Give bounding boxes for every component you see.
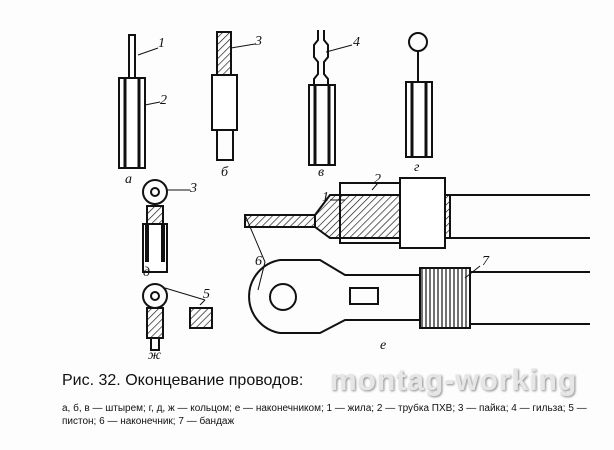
part-number-1: 1: [158, 36, 165, 51]
view-e-lug-termination-section: [244, 177, 590, 249]
part-number-3b: 3: [190, 181, 197, 196]
part-number-6: 6: [255, 254, 262, 269]
watermark: montag-working: [330, 364, 578, 397]
view-label-e: е: [380, 338, 387, 353]
part-number-2b: 2: [374, 172, 381, 187]
view-zh-ring-termination: [142, 283, 213, 351]
part-number-3: 3: [255, 34, 262, 49]
part-number-5: 5: [203, 287, 210, 302]
part-number-2: 2: [160, 93, 167, 108]
view-label-b: б: [221, 165, 229, 180]
view-label-g: г: [414, 160, 420, 175]
caption-title: Рис. 32. Оконцевание проводов:: [62, 372, 304, 389]
view-label-v: в: [318, 165, 325, 180]
view-label-d: д: [143, 265, 151, 280]
view-v-pin-termination: [308, 30, 353, 166]
view-b-pin-termination: [211, 31, 256, 161]
view-e-lug-termination-exterior: [244, 214, 590, 334]
view-label-zh: ж: [148, 348, 162, 363]
view-g-ring-termination: [405, 32, 433, 158]
part-number-4: 4: [353, 35, 360, 50]
part-number-7: 7: [482, 254, 489, 269]
view-a-pin-termination: [118, 34, 161, 169]
caption-description: а, б, в — штырем; г, д, ж — кольцом; е —…: [62, 403, 587, 427]
part-number-1b: 1: [322, 190, 329, 205]
view-label-a: а: [125, 172, 132, 187]
view-d-ring-termination: [142, 179, 190, 273]
